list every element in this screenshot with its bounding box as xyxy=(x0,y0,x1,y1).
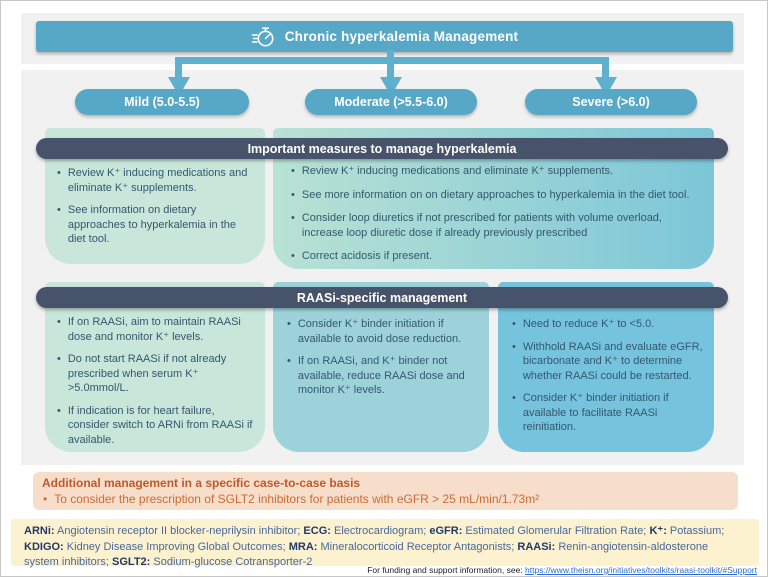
bullet-item: • If on RAASi, aim to maintain RAASi dose… xyxy=(57,315,257,344)
abbrev-term: SGLT2: xyxy=(112,556,151,568)
page-title: Chronic hyperkalemia Management xyxy=(284,29,519,44)
abbreviations-box: ARNi: Angiotensin receptor II blocker-ne… xyxy=(11,519,759,569)
connector-drop-left xyxy=(175,63,182,78)
abbrev-term: eGFR: xyxy=(429,525,463,537)
footer-text: For funding and support information, see… xyxy=(367,565,523,575)
bullet-item: • To consider the prescription of SGLT2 i… xyxy=(43,492,726,508)
additional-management-bullets: • To consider the prescription of SGLT2 i… xyxy=(42,492,726,508)
header-bar: Chronic hyperkalemia Management xyxy=(36,21,733,52)
raasi-severe-panel: • Need to reduce K⁺ to <5.0. • Withhold RAA… xyxy=(498,282,714,452)
bullet-text: Correct acidosis if present. xyxy=(301,250,433,263)
abbrev-definition: Angiotensin receptor II blocker-neprilys… xyxy=(54,525,304,537)
connector-stub xyxy=(387,50,394,59)
severity-pill-severe-label: Severe (>6.0) xyxy=(572,95,650,109)
bullet-item: • See information on dietary approaches t… xyxy=(57,203,255,247)
bullet-dot: • xyxy=(291,212,295,225)
footer-note: For funding and support information, see… xyxy=(367,565,757,575)
bullet-item: • Consider K⁺ binder initiation if availa… xyxy=(512,391,706,435)
severity-pill-moderate: Moderate (>5.5-6.0) xyxy=(305,89,477,115)
abbrev-term: ARNi: xyxy=(24,525,55,537)
bullet-dot: • xyxy=(57,353,61,366)
bullet-text: Withhold RAASi and evaluate eGFR, bicarb… xyxy=(522,340,703,382)
abbrev-term: RAASi: xyxy=(517,540,556,553)
bullet-text: Need to reduce K⁺ to <5.0. xyxy=(522,318,655,330)
abbrev-term: MRA: xyxy=(288,540,318,553)
severity-pill-severe: Severe (>6.0) xyxy=(525,89,697,115)
support-link[interactable]: https://www.theisn.org/initiatives/toolk… xyxy=(525,565,757,575)
bullet-item: • If indication is for heart failure, con… xyxy=(57,404,257,448)
bullet-dot: • xyxy=(512,340,516,353)
bullet-dot: • xyxy=(57,167,61,179)
connector-horizontal-line xyxy=(175,57,609,64)
additional-management-title: Additional management in a specific case… xyxy=(42,476,361,490)
bullet-text: Consider K⁺ binder initiation if availab… xyxy=(297,318,462,345)
bullet-item: • Withhold RAASi and evaluate eGFR, bicar… xyxy=(512,340,706,384)
bullet-dot: • xyxy=(287,355,291,368)
bullet-item: • See more information on on dietary appr… xyxy=(291,188,698,203)
abbrev-definition: Sodium-glucose Cotransporter-2 xyxy=(150,556,313,568)
severity-pill-mild-label: Mild (5.0-5.5) xyxy=(124,95,200,109)
bullet-dot: • xyxy=(291,165,295,177)
bullet-text: To consider the prescription of SGLT2 in… xyxy=(54,491,540,506)
bullet-text: Consider K⁺ binder initiation if availab… xyxy=(522,392,669,434)
abbrev-definition: Renin-angiotensin-aldosterone system inh… xyxy=(24,540,709,569)
raasi-title: RAASi-specific management xyxy=(296,290,468,305)
important-measures-title: Important measures to manage hyperkalemi… xyxy=(247,141,517,156)
abbrev-definition: Kidney Disease Improving Global Outcomes… xyxy=(63,540,289,553)
bullet-dot: • xyxy=(512,318,516,330)
bullet-text: If indication is for heart failure, cons… xyxy=(67,404,253,446)
severity-pill-moderate-label: Moderate (>5.5-6.0) xyxy=(334,95,448,109)
raasi-moderate-panel: • Consider K⁺ binder initiation if availa… xyxy=(273,282,489,452)
bullet-item: • Consider K⁺ binder initiation if availa… xyxy=(287,317,481,346)
important-measures-header-bar: Important measures to manage hyperkalemi… xyxy=(36,138,728,159)
bullet-text: Review K⁺ inducing medications and elimi… xyxy=(301,165,614,177)
abbrev-term: KDIGO: xyxy=(24,540,64,553)
abbrev-definition: Electrocardiogram; xyxy=(330,525,430,537)
abbrev-definition: Mineralocorticoid Receptor Antagonists; xyxy=(317,540,518,553)
bullet-dot: • xyxy=(43,491,48,506)
bullet-dot: • xyxy=(287,318,291,330)
bullet-item: • Review K⁺ inducing medications and elim… xyxy=(291,164,698,179)
abbrev-term: ECG: xyxy=(303,525,331,537)
connector-drop-center xyxy=(387,63,394,78)
bullet-dot: • xyxy=(57,204,61,217)
bullet-text: If on RAASi, and K⁺ binder not available… xyxy=(297,355,465,397)
bullet-text: Review K⁺ inducing medications and elimi… xyxy=(67,167,248,194)
bullet-item: • Do not start RAASi if not already presc… xyxy=(57,352,257,396)
bullet-text: See information on dietary approaches to… xyxy=(67,204,237,246)
bullet-item: • Review K⁺ inducing medications and elim… xyxy=(57,166,255,195)
bullet-text: See more information on on dietary appro… xyxy=(301,188,690,201)
severity-pill-mild: Mild (5.0-5.5) xyxy=(75,89,249,115)
bullet-dot: • xyxy=(291,250,295,263)
stopwatch-icon xyxy=(251,26,274,46)
bullet-dot: • xyxy=(291,188,295,201)
bullet-item: • Consider loop diuretics if not prescrib… xyxy=(291,211,698,240)
bullet-dot: • xyxy=(512,392,516,405)
bullet-item: • If on RAASi, and K⁺ binder not availabl… xyxy=(287,354,481,398)
bullet-item: • Need to reduce K⁺ to <5.0. xyxy=(512,317,706,332)
bullet-text: Do not start RAASi if not already prescr… xyxy=(67,353,227,395)
bullet-item: • Correct acidosis if present. xyxy=(291,249,698,264)
abbrev-definition: Estimated Glomerular Filtration Rate; xyxy=(462,525,650,537)
abbrev-term: K⁺: xyxy=(649,525,667,537)
bullet-dot: • xyxy=(57,316,61,328)
bullet-dot: • xyxy=(57,404,61,417)
additional-management-box: Additional management in a specific case… xyxy=(33,472,738,510)
connector-drop-right xyxy=(602,63,609,78)
abbrev-definition: Potassium; xyxy=(666,525,725,537)
bullet-text: Consider loop diuretics if not prescribe… xyxy=(301,212,662,239)
bullet-text: If on RAASi, aim to maintain RAASi dose … xyxy=(67,316,241,343)
raasi-header-bar: RAASi-specific management xyxy=(36,287,728,308)
raasi-mild-panel: • If on RAASi, aim to maintain RAASi dose… xyxy=(45,282,265,452)
